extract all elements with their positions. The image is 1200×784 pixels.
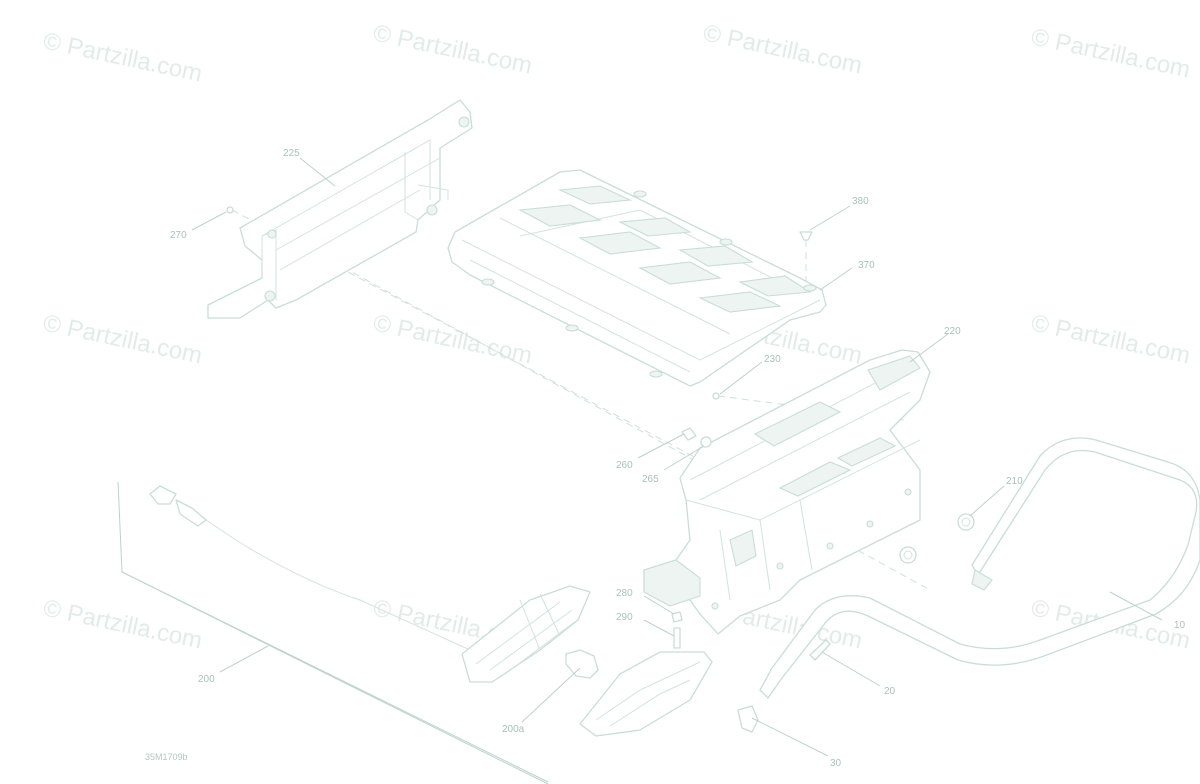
leader-10 [1109, 591, 1163, 621]
leader-260 [637, 433, 685, 459]
figure-reference: 35M1709b [145, 752, 188, 762]
callout-265: 265 [642, 474, 659, 485]
lens-part [579, 651, 713, 737]
watermark-text: © Partzilla.com [371, 19, 535, 79]
small-fasteners [226, 206, 720, 649]
callout-30: 30 [830, 758, 842, 769]
watermark-text: © Partzilla.com [701, 19, 865, 79]
leader-290 [643, 619, 675, 637]
leader-225 [299, 157, 336, 187]
part-30-clamp [737, 705, 759, 733]
watermark-text: © Partzilla.com [41, 594, 205, 654]
watermark-text: © Partzilla.com [41, 309, 205, 369]
callout-220: 220 [944, 326, 961, 337]
part-370-skid-plate [447, 169, 827, 387]
watermark-text: © Partzilla.com [371, 309, 535, 369]
callout-260: 260 [616, 460, 633, 471]
callout-380: 380 [852, 196, 869, 207]
assembly-line [289, 237, 931, 591]
leader-380 [809, 205, 851, 231]
watermark-text: © Partzilla.com [1029, 309, 1193, 369]
callout-225: 225 [283, 148, 300, 159]
leader-200 [219, 645, 269, 673]
callout-200a: 200a [502, 724, 525, 735]
watermark-text: © Partzilla.com [1029, 23, 1193, 83]
part-200a-bulb [565, 649, 599, 679]
part-380-fastener [799, 231, 813, 241]
callout-20: 20 [884, 686, 896, 697]
watermark-text: © Partzilla.com [41, 27, 205, 87]
leader-lines [191, 157, 1163, 757]
callout-280: 280 [616, 588, 633, 599]
callout-270: 270 [170, 230, 187, 241]
leader-370 [819, 267, 853, 291]
callout-labels: 225 270 380 370 220 230 260 265 210 10 2… [145, 148, 1186, 769]
leader-270 [191, 211, 227, 231]
part-220-housing [643, 349, 931, 635]
part-200-tail-light [149, 485, 591, 683]
part-20-bolt [809, 639, 831, 661]
part-225-bracket [207, 99, 473, 319]
callout-370: 370 [858, 260, 875, 271]
part-210-grommet [899, 513, 975, 564]
grouping-frame [117, 481, 549, 784]
leader-200a [521, 667, 581, 723]
leader-265 [663, 445, 705, 471]
leader-210 [969, 485, 1005, 517]
leader-30 [751, 717, 829, 757]
callout-10: 10 [1174, 620, 1186, 631]
leader-280 [643, 595, 675, 615]
callout-200: 200 [198, 674, 215, 685]
leader-230 [719, 361, 763, 395]
leader-220 [909, 333, 949, 363]
callout-210: 210 [1006, 476, 1023, 487]
leader-20 [821, 651, 881, 687]
part-10-grab-bar [759, 437, 1200, 699]
callout-290: 290 [616, 612, 633, 623]
callout-230: 230 [764, 354, 781, 365]
